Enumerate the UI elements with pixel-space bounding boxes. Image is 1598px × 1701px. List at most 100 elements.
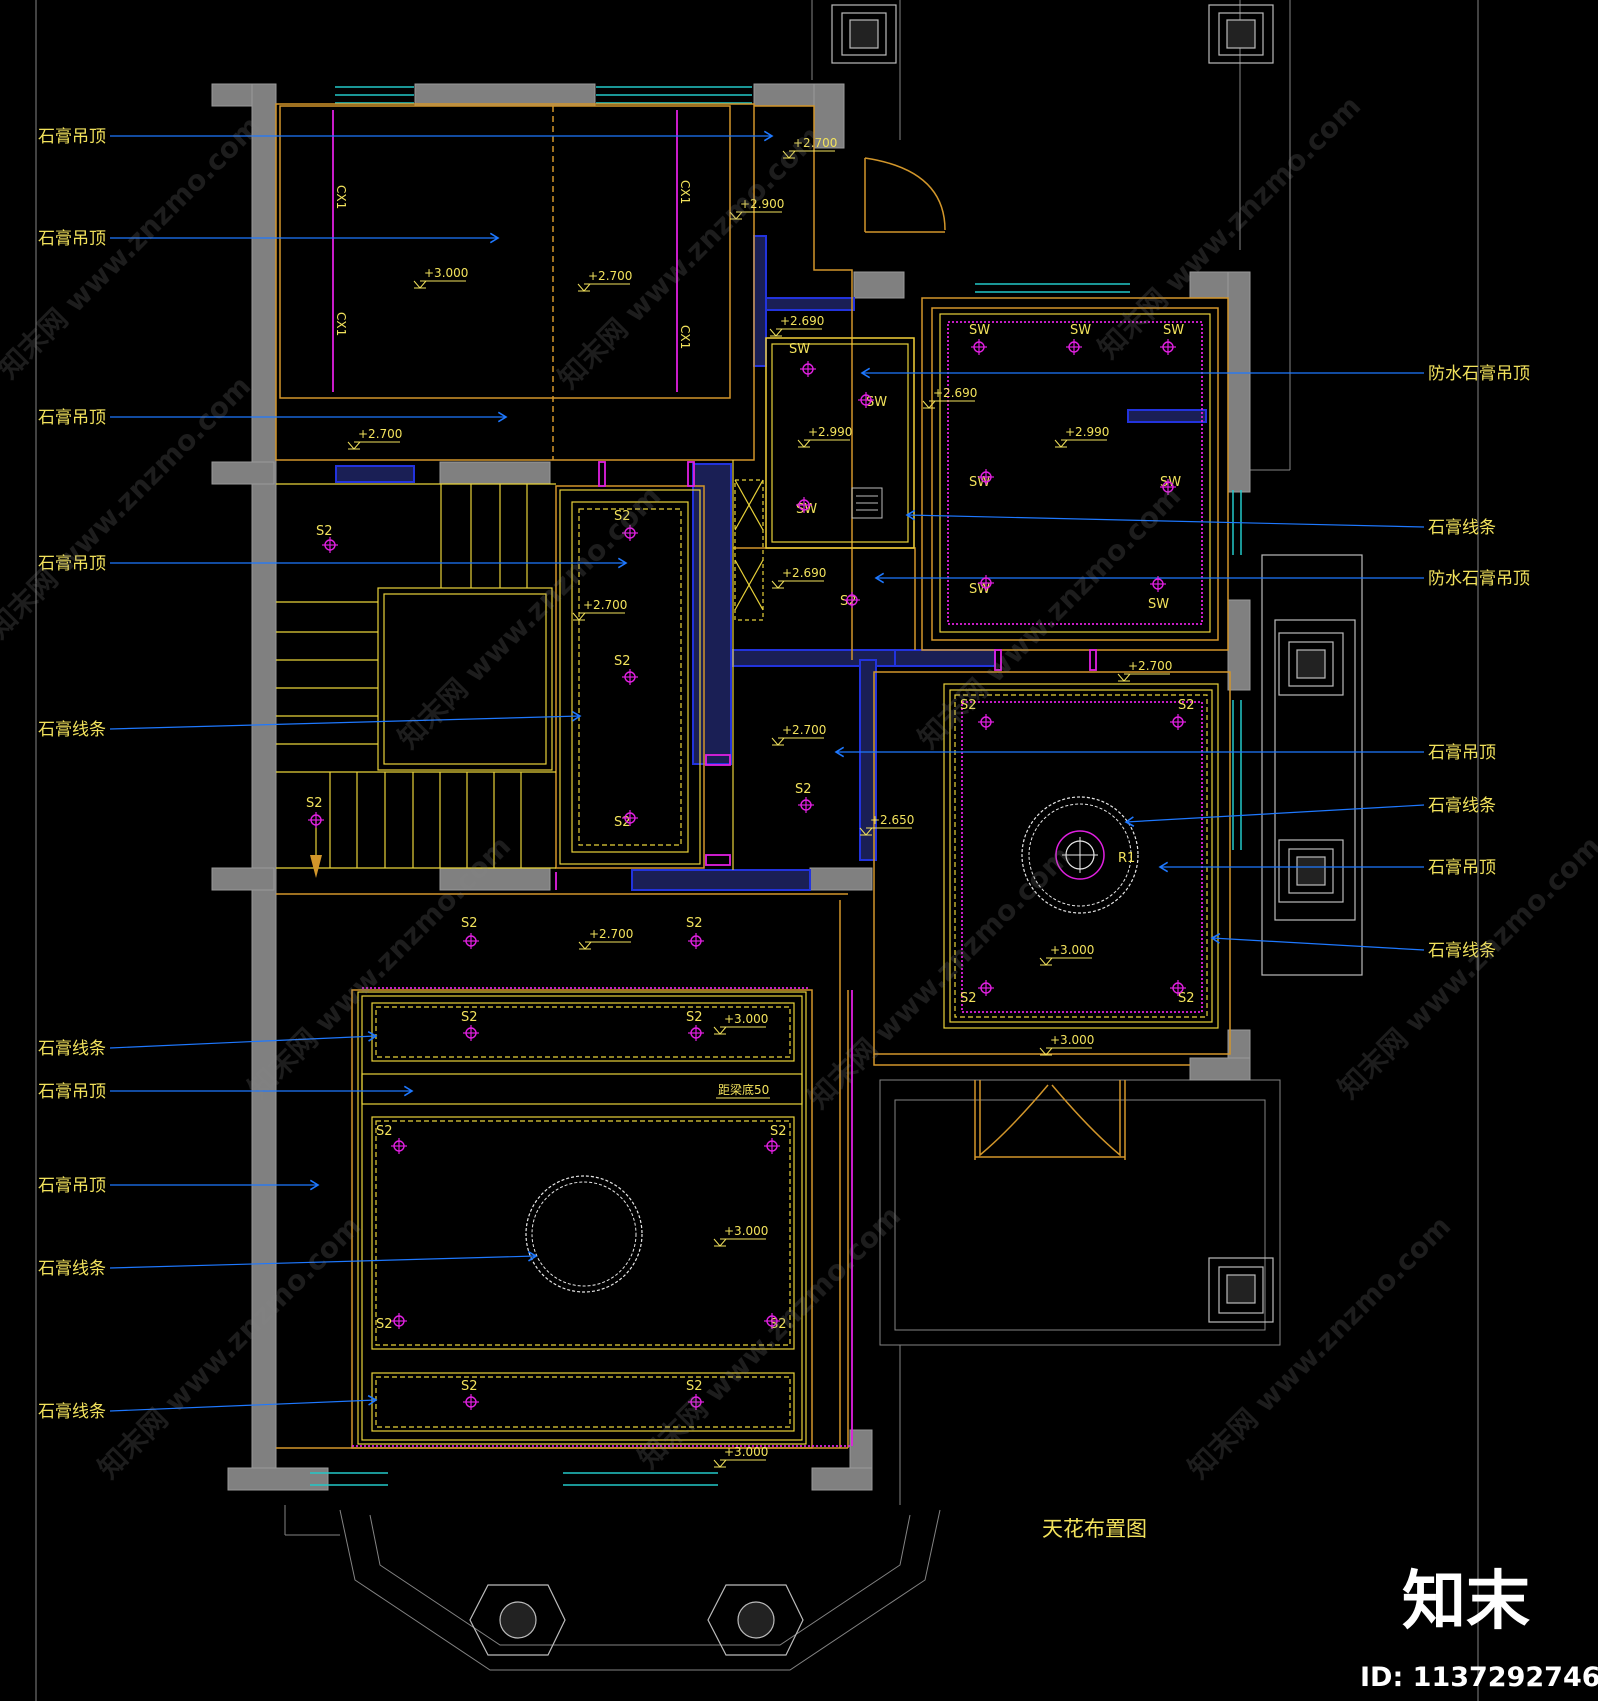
round-ceiling-room5 bbox=[525, 1175, 643, 1293]
downlight-fixture: S2 bbox=[764, 1124, 787, 1154]
leader-line bbox=[1125, 804, 1425, 823]
exhaust-fan-icon bbox=[851, 487, 883, 519]
ceiling-label-left: 石膏吊顶 bbox=[38, 553, 106, 574]
ceiling-label-left: 石膏吊顶 bbox=[38, 126, 106, 147]
watermark: 知末网 www.znzmo.com bbox=[912, 479, 1188, 755]
leader-arrow bbox=[1158, 861, 1169, 873]
ceiling-label-left: 石膏吊顶 bbox=[38, 1175, 106, 1196]
downlight-fixture: S2 bbox=[686, 1379, 704, 1410]
downlight-fixture: S2 bbox=[686, 916, 704, 949]
downlight-fixture: SW bbox=[858, 392, 887, 410]
leader-line bbox=[906, 514, 1425, 528]
ceiling-label-left: 石膏线条 bbox=[38, 1401, 106, 1422]
downlight-fixture: S2 bbox=[960, 980, 994, 1006]
cx-label: CX1 bbox=[678, 180, 692, 204]
elevation-marker: +3.000 bbox=[713, 1224, 768, 1247]
elevation-marker: +3.000 bbox=[413, 266, 468, 289]
downlight-fixture: S2 bbox=[461, 916, 479, 949]
elevation-value: +2.700 bbox=[358, 427, 402, 441]
fixture-code: SW bbox=[1163, 323, 1184, 338]
elevation-value: +2.700 bbox=[588, 269, 632, 283]
downlight-fixture: SW bbox=[969, 575, 994, 597]
elevation-value: +2.690 bbox=[933, 386, 977, 400]
fixture-code: S2 bbox=[960, 991, 977, 1006]
leader-arrow bbox=[834, 746, 845, 758]
ceiling-label-left: 石膏吊顶 bbox=[38, 1081, 106, 1102]
elevation-marker: +3.000 bbox=[1039, 1033, 1094, 1056]
elevation-value: +3.000 bbox=[1050, 943, 1094, 957]
cx-label: CX1 bbox=[678, 325, 692, 349]
downlight-fixture: S2 bbox=[376, 1313, 407, 1332]
ceiling-detail-lines bbox=[276, 313, 1219, 1445]
leader-arrow bbox=[617, 557, 628, 569]
downlight-fixture: S2 bbox=[686, 1010, 704, 1041]
fixture-code: S2 bbox=[686, 916, 703, 931]
fixture-code: S2 bbox=[770, 1124, 787, 1139]
elevation-value: +2.990 bbox=[1065, 425, 1109, 439]
leader-line bbox=[109, 1035, 377, 1049]
downlight-fixture: SW bbox=[1066, 323, 1091, 355]
fixture-code: SW bbox=[1148, 597, 1169, 612]
leader-line bbox=[109, 715, 581, 730]
watermark: 知末网 www.znzmo.com bbox=[552, 119, 828, 395]
fixture-code: S2 bbox=[316, 524, 333, 539]
fixture-code: S2 bbox=[461, 916, 478, 931]
fixture-code: S2 bbox=[686, 1010, 703, 1025]
elevation-value: +3.000 bbox=[724, 1224, 768, 1238]
watermark: 知末网 www.znzmo.com bbox=[392, 479, 668, 755]
elevation-marker: +2.700 bbox=[577, 269, 632, 292]
fixture-code: S2 bbox=[1178, 991, 1195, 1006]
round-ceiling-features bbox=[525, 796, 1139, 1293]
elevation-marker: +2.700 bbox=[578, 927, 633, 950]
downlight-fixture: SW bbox=[1160, 475, 1181, 495]
radius-label: R1 bbox=[1118, 851, 1135, 866]
leader-arrow bbox=[367, 1030, 378, 1042]
ceiling-label-left: 石膏线条 bbox=[38, 1258, 106, 1279]
elevation-value: +2.700 bbox=[782, 723, 826, 737]
leader-arrow bbox=[1124, 816, 1135, 827]
downlight-fixture: SW bbox=[789, 342, 816, 377]
fixture-code: S2 bbox=[614, 654, 631, 669]
leader-arrow bbox=[489, 232, 500, 244]
ceiling-label-left: 石膏线条 bbox=[38, 719, 106, 740]
windows bbox=[310, 86, 1242, 1486]
elevation-value: +2.690 bbox=[782, 566, 826, 580]
downlight-fixture: S2 bbox=[614, 509, 638, 541]
elevation-value: +2.700 bbox=[583, 598, 627, 612]
room-outlines bbox=[275, 103, 1231, 1449]
leader-arrow bbox=[1210, 933, 1221, 944]
cx-label: CX1 bbox=[334, 185, 348, 209]
beam-note: 距梁底50 bbox=[718, 1082, 769, 1097]
ceiling-label-left: 石膏线条 bbox=[38, 1038, 106, 1059]
watermark: 知末网 www.znzmo.com bbox=[1182, 1209, 1458, 1485]
downlight-fixture: SW bbox=[796, 497, 817, 517]
elevation-marker: +2.650 bbox=[859, 813, 914, 836]
downlight-fixture: SW bbox=[969, 323, 990, 355]
elevation-marker: +3.000 bbox=[713, 1012, 768, 1035]
downlight-fixture: S2 bbox=[764, 1313, 787, 1332]
leader-arrow bbox=[905, 509, 916, 521]
ceiling-label-right: 石膏线条 bbox=[1428, 795, 1496, 816]
elevation-marker: +3.000 bbox=[1039, 943, 1094, 966]
elevation-marker: +2.700 bbox=[782, 136, 837, 159]
fixture-code: SW bbox=[1070, 323, 1091, 338]
fixture-code: S2 bbox=[1178, 698, 1195, 713]
elevation-value: +3.000 bbox=[724, 1445, 768, 1459]
leader-arrow bbox=[763, 130, 774, 142]
downlight-fixture: S2 bbox=[461, 1010, 479, 1041]
drawing-id: ID: 1137292746 bbox=[1360, 1662, 1598, 1693]
elevation-markers: +2.700+2.900+3.000+2.700+2.690+2.690+2.9… bbox=[347, 136, 1172, 1468]
elevation-value: +2.990 bbox=[808, 425, 852, 439]
cx-labels: CX1 CX1 CX1 CX1 R1 bbox=[334, 180, 1135, 866]
leader-lines bbox=[109, 130, 1425, 1412]
fixture-code: S2 bbox=[376, 1124, 393, 1139]
ceiling-label-right: 防水石膏吊顶 bbox=[1428, 568, 1530, 589]
leader-line bbox=[109, 1255, 537, 1269]
downlight-fixture: S2 bbox=[316, 524, 338, 553]
elevation-value: +3.000 bbox=[724, 1012, 768, 1026]
leader-arrow bbox=[309, 1179, 320, 1191]
fixture-code: S2 bbox=[461, 1010, 478, 1025]
elevation-marker: +2.990 bbox=[797, 425, 852, 448]
